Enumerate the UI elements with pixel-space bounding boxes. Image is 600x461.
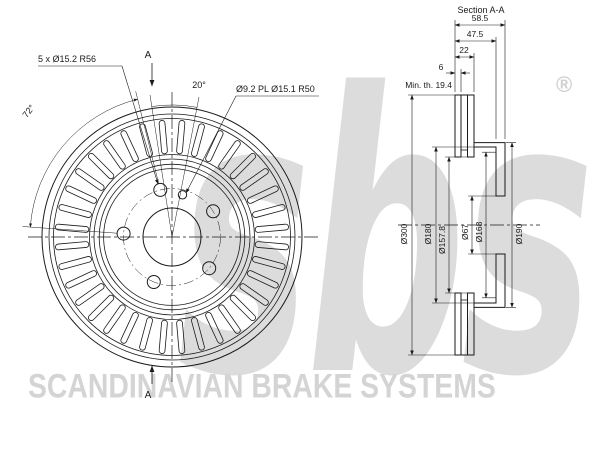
vane-slot (75, 168, 105, 191)
bolt-hole (146, 275, 161, 289)
dimension-dia300: Ø300 (399, 223, 409, 244)
angle72-label: 72° (21, 102, 38, 119)
dimension-22: 22 (459, 45, 469, 55)
dimension-dia157: Ø157.8 (437, 226, 447, 254)
right-plate-top (467, 94, 475, 158)
hat-diameter-circle-157 (103, 168, 241, 306)
vane-slot (120, 130, 139, 162)
vane-slot (247, 185, 279, 204)
left-plate-top (454, 94, 462, 158)
registered-trademark-icon: ® (556, 72, 573, 97)
section-marker-bottom-label: A (145, 390, 152, 400)
dimension-6: 6 (439, 62, 444, 72)
vane-slot (205, 130, 224, 162)
vane-slot (218, 304, 241, 334)
vane-slot (55, 223, 90, 233)
vane-slot (176, 319, 186, 354)
dimension-58-5: 58.5 (472, 13, 489, 23)
dimension-47-5: 47.5 (467, 29, 484, 39)
vane-slot (88, 153, 115, 180)
dimension-dia168: Ø168 (474, 221, 484, 242)
bolt-holes-group (116, 182, 221, 289)
vane-slot (218, 140, 241, 170)
vane-slot (120, 312, 139, 344)
vane-slot (229, 153, 256, 180)
pilot-hole (177, 190, 188, 200)
bolt-note-leader (121, 65, 159, 185)
vane-slot (103, 140, 126, 170)
angle72-line-top (135, 91, 159, 184)
pilot-hole-note: Ø9.2 PL Ø15.1 R50 (236, 84, 315, 94)
vane-slot (254, 241, 289, 251)
hat-section-bottom (473, 253, 506, 308)
vane-slot (191, 317, 205, 351)
left-plate-bottom (454, 292, 462, 356)
vane-slot (254, 223, 289, 233)
disc-outer-circle (41, 106, 303, 368)
vane-ring-outer-circle (53, 118, 291, 356)
vane-slot (247, 270, 279, 289)
bolt-circle (123, 188, 221, 286)
vane-ring-inner-circle (89, 154, 255, 320)
min-thickness-note: Min. th. 19.4 (405, 80, 452, 90)
vane-slot (176, 120, 186, 155)
angle20-label: 20° (192, 80, 206, 90)
vane-slot (239, 168, 269, 191)
angle72-line-left (22, 226, 118, 234)
pilot-note-leader (185, 95, 237, 194)
dimension-dia67: Ø67 (460, 224, 470, 240)
front-view: A A 5 x Ø15.2 R56 Ø9.2 PL Ø15.1 R50 20° … (21, 50, 319, 400)
hat-diameter-circle-180 (93, 158, 251, 316)
vane-slot (191, 123, 205, 157)
vane-slot (65, 270, 97, 289)
vane-slot (75, 283, 105, 306)
hat-section-top (473, 142, 506, 197)
vane-slot (158, 120, 168, 155)
vane-slot (103, 304, 126, 334)
center-hole-circle (142, 207, 202, 267)
bolt-hole (202, 261, 217, 276)
bolt-hole (206, 204, 221, 219)
section-title: Section A-A (457, 5, 504, 15)
hat-diameter-circle-168 (98, 163, 246, 311)
angle20-line-left (149, 94, 173, 238)
dimension-dia180: Ø180 (423, 223, 433, 244)
vane-slot (139, 123, 153, 157)
bolt-hole (153, 182, 168, 197)
disc-rim-inner-circle (48, 113, 296, 361)
brake-disc-technical-drawing: A A 5 x Ø15.2 R56 Ø9.2 PL Ø15.1 R50 20° … (21, 5, 540, 400)
section-marker-top-label: A (145, 50, 152, 61)
angle20-line-right (171, 96, 200, 238)
right-plate-bottom (467, 292, 475, 356)
angle72-arc (29, 98, 138, 228)
vane-slot (65, 185, 97, 204)
vane-slot (205, 312, 224, 344)
dimension-dia190: Ø190 (514, 223, 524, 244)
brand-footer-text: SCANDINAVIAN BRAKE SYSTEMS (28, 366, 496, 405)
vane-slot (58, 204, 92, 218)
vane-slot (252, 204, 286, 218)
vane-slot (55, 241, 90, 251)
bolt-pattern-note: 5 x Ø15.2 R56 (38, 54, 96, 64)
vane-slot (239, 283, 269, 306)
vane-slot (139, 317, 153, 351)
vane-slot (88, 294, 115, 321)
vane-slot (252, 256, 286, 270)
section-view: Section A-A 58.5 47.5 22 6 Min. th. (398, 5, 540, 356)
vane-slot (58, 256, 92, 270)
vane-slot (158, 319, 168, 354)
vane-slot (229, 294, 256, 321)
angle20-arc (151, 104, 198, 108)
